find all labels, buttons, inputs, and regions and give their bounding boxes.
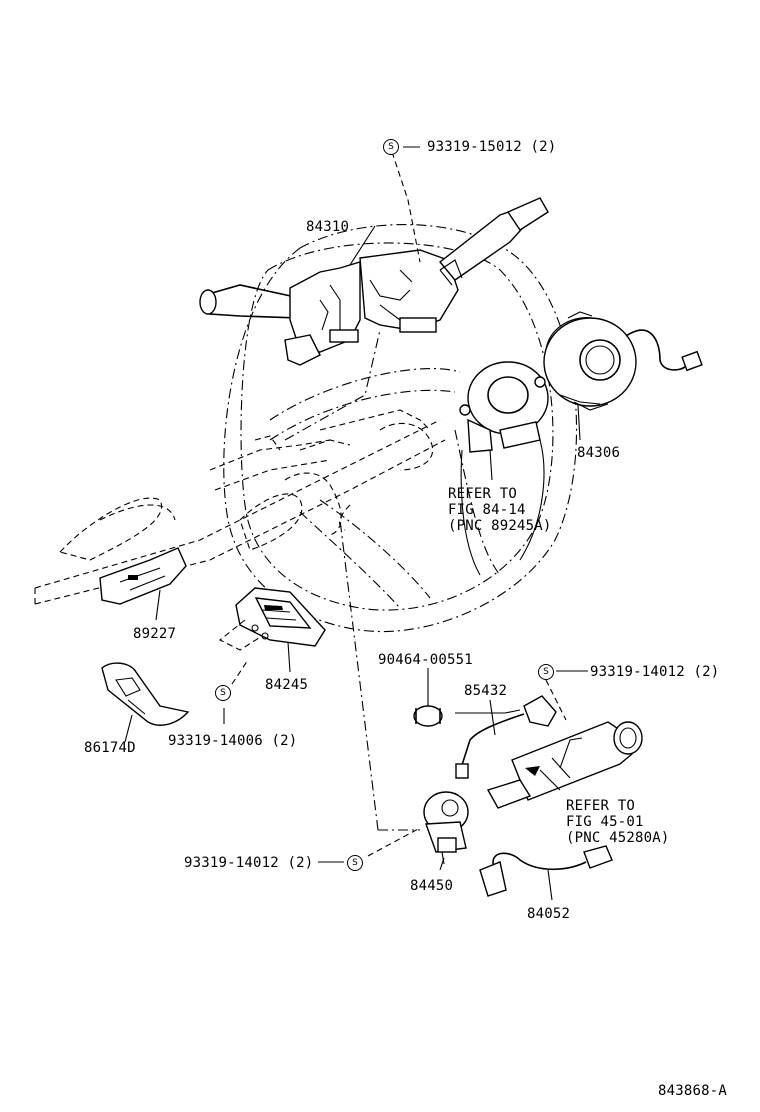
- screw-symbol-right: S: [538, 664, 554, 680]
- column-cover-drawing: [99, 547, 187, 605]
- refer-note-fig-84-14: REFER TO FIG 84-14 (PNC 89245A): [448, 486, 552, 534]
- part-label-86174D: 86174D: [84, 740, 136, 756]
- spiral-cable-drawing: [543, 311, 703, 411]
- part-label-89227: 89227: [133, 626, 177, 642]
- part-label-93319-14012-left: 93319-14012 (2): [184, 855, 314, 871]
- part-label-90464-00551: 90464-00551: [378, 652, 473, 668]
- part-label-84450: 84450: [410, 878, 454, 894]
- refer-note-line: REFER TO: [566, 798, 636, 814]
- part-label-93319-15012: 93319-15012 (2): [427, 139, 557, 155]
- combination-switch-drawing: [199, 197, 549, 366]
- refer-note-line: (PNC 89245A): [448, 518, 552, 534]
- leader-lines: [124, 146, 588, 871]
- refer-note-fig-45-01: REFER TO FIG 45-01 (PNC 45280A): [566, 798, 670, 846]
- part-label-93319-14006: 93319-14006 (2): [168, 733, 298, 749]
- wire-harness-84052-drawing: [479, 845, 613, 901]
- switch-84245-drawing: [218, 587, 326, 651]
- refer-note-line: FIG 84-14: [448, 502, 526, 518]
- clip-90464-drawing: [413, 668, 443, 727]
- part-label-84310: 84310: [306, 219, 350, 235]
- column-shaft-phantom: [34, 409, 446, 605]
- horn-contact-ring-drawing: [459, 361, 549, 576]
- part-label-84245: 84245: [265, 677, 309, 693]
- part-label-85432: 85432: [464, 683, 508, 699]
- part-label-84052: 84052: [527, 906, 571, 922]
- key-switch-85432-drawing: [455, 695, 557, 779]
- ornament-86174D-drawing: [101, 662, 190, 726]
- screw-symbol-left: S: [347, 855, 363, 871]
- refer-note-line: REFER TO: [448, 486, 518, 502]
- screw-symbol-top: S: [383, 139, 399, 155]
- ignition-switch-84450-drawing: [423, 791, 469, 865]
- part-label-93319-14012-right: 93319-14012 (2): [590, 664, 720, 680]
- refer-note-line: FIG 45-01: [566, 814, 644, 830]
- screw-symbol-84245: S: [215, 685, 231, 701]
- part-label-84306: 84306: [577, 445, 621, 461]
- figure-id: 843868-A: [658, 1083, 728, 1099]
- refer-note-line: (PNC 45280A): [566, 830, 670, 846]
- lock-housing-drawing: [486, 721, 643, 809]
